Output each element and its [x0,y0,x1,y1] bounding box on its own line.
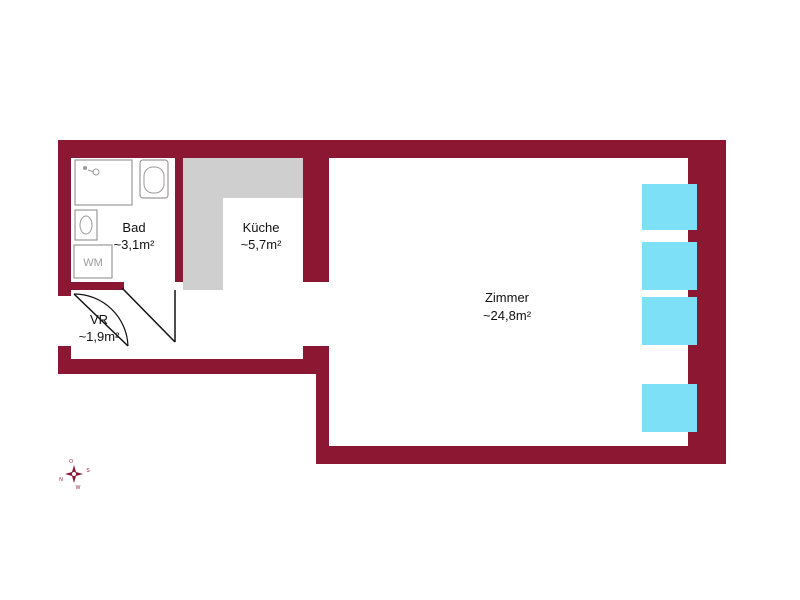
door-vr [73,293,129,347]
walls [58,140,726,464]
compass-south: S [86,468,90,474]
kitchen-counter [183,158,303,290]
wall-corridor-bottom [58,359,328,374]
room-bad: Bad ~3,1m² [114,220,155,252]
wall-zimmer-left-upper [303,140,329,282]
wall-bottom [316,446,726,464]
window-4 [642,384,697,432]
wall-left-upper [58,140,71,296]
compass-east: O [69,459,73,465]
bathtub-icon [139,159,169,199]
room-kueche-area: ~5,7m² [241,237,282,252]
room-vr-area: ~1,9m² [79,329,120,344]
room-bad-area: ~3,1m² [114,237,155,252]
compass-west: W [76,485,81,491]
room-vr: VR ~1,9m² [79,312,120,344]
window-2 [642,242,697,290]
room-kueche-name: Küche [243,220,280,235]
windows [642,184,697,432]
window-3 [642,297,697,345]
room-bad-name: Bad [122,220,145,235]
room-kueche: Küche ~5,7m² [241,220,282,252]
wall-bad-right [175,158,183,282]
room-zimmer: Zimmer ~24,8m² [483,290,532,323]
compass-north: N [59,477,63,483]
sink-icon [74,209,98,241]
room-zimmer-area: ~24,8m² [483,308,532,323]
shower-icon [74,159,133,206]
door-bad [121,287,176,343]
compass-icon: N O S W [59,459,90,491]
washing-machine-icon: WM [73,244,113,279]
window-1 [642,184,697,230]
room-vr-name: VR [90,312,108,327]
wall-top [58,140,726,158]
washing-machine-label: WM [83,257,103,269]
room-zimmer-name: Zimmer [485,290,530,305]
wall-zimmer-left-bottom [316,346,329,464]
wall-bad-bottom [58,282,124,290]
